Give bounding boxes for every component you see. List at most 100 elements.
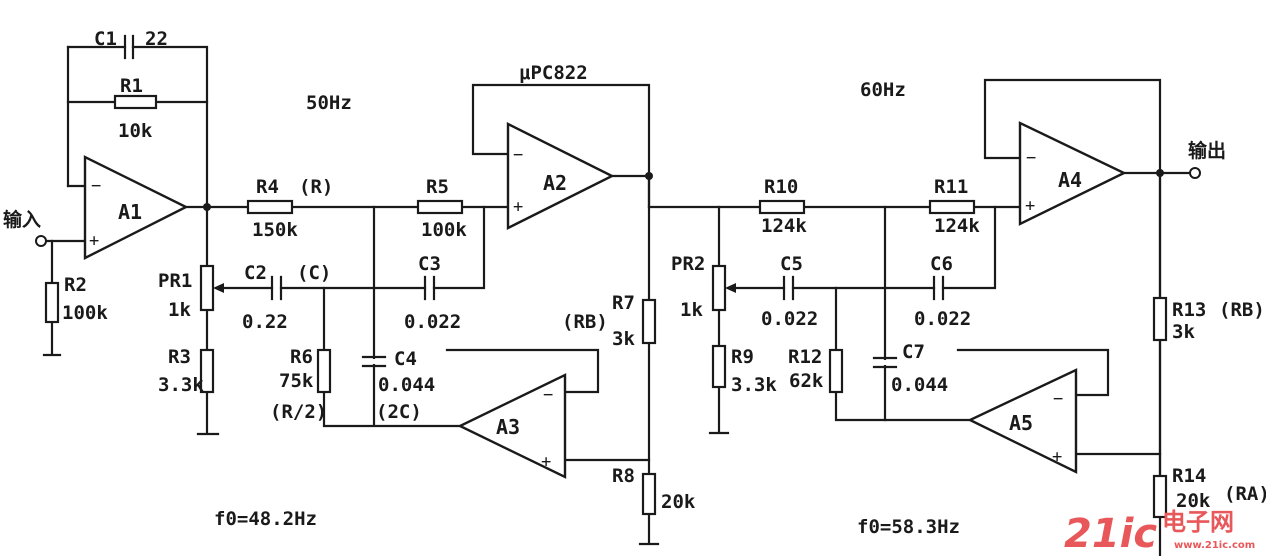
c4-value: 0.044 <box>378 374 435 396</box>
freq-60hz-label: 60Hz <box>860 79 906 101</box>
c6-name: C6 <box>930 253 953 275</box>
plus-sign: + <box>1025 196 1035 216</box>
r1-name: R1 <box>120 75 143 97</box>
r9-name: R9 <box>731 346 754 368</box>
r13-value: 3k <box>1172 321 1195 343</box>
pr2-wiper-icon <box>725 283 736 293</box>
r8-value: 20k <box>661 491 696 513</box>
r11-body <box>928 199 976 215</box>
c4-name: C4 <box>394 348 417 370</box>
r14-note: (RA) <box>1224 483 1266 505</box>
c2-value: 0.22 <box>242 311 288 333</box>
r14-name: R14 <box>1172 465 1206 487</box>
minus-sign: − <box>513 145 523 165</box>
r11-value: 124k <box>934 215 980 237</box>
r2-body <box>44 281 60 324</box>
c2-name: C2 <box>244 262 267 284</box>
c4-plates <box>361 355 387 368</box>
labels: 输入 输出 μPC822 50Hz 60Hz f0=48.2Hz f0=58.3… <box>3 28 1266 538</box>
pot-wipers <box>213 283 736 293</box>
pr1-value: 1k <box>168 299 191 321</box>
c3-value: 0.022 <box>404 311 461 333</box>
opamp-a3: − + A3 <box>457 373 567 479</box>
c7-value: 0.044 <box>891 374 948 396</box>
watermark-21ic: 21ic <box>1064 511 1157 556</box>
plus-sign: + <box>89 231 99 251</box>
minus-sign: − <box>1053 389 1063 409</box>
pr1-wiper-icon <box>213 283 224 293</box>
r11-name: R11 <box>934 176 968 198</box>
a4-label: A4 <box>1058 168 1082 192</box>
r4-value: 150k <box>252 219 298 241</box>
watermark-logo: 21ic 电子网 www.21ic.com <box>1064 508 1255 556</box>
r3-value: 3.3k <box>158 374 204 396</box>
c1-value: 22 <box>145 28 168 50</box>
minus-sign: − <box>1026 148 1036 168</box>
r13-body <box>1152 296 1168 342</box>
pr1-name: PR1 <box>158 270 192 292</box>
r6-name: R6 <box>290 346 313 368</box>
r4-body <box>246 199 294 215</box>
r10-name: R10 <box>764 176 798 198</box>
freq-50hz-label: 50Hz <box>306 92 352 114</box>
output-label: 输出 <box>1188 139 1226 162</box>
c5-value: 0.022 <box>761 308 818 330</box>
minus-sign: − <box>543 385 553 405</box>
c3-name: C3 <box>418 253 441 275</box>
c7-plates <box>872 356 898 369</box>
r7-value: 3k <box>612 328 635 350</box>
f0-right-label: f0=58.3Hz <box>857 516 960 538</box>
f0-left-label: f0=48.2Hz <box>214 508 317 530</box>
r6-body <box>316 348 332 394</box>
pr2-value: 1k <box>680 299 703 321</box>
r7-name: R7 <box>612 292 635 314</box>
c3-plates <box>423 275 436 301</box>
pr2-name: PR2 <box>671 253 705 275</box>
input-terminal <box>35 235 47 247</box>
a5-label: A5 <box>1009 411 1033 435</box>
minus-sign: − <box>91 176 101 196</box>
r4-name: R4 <box>256 176 279 198</box>
r12-name: R12 <box>788 346 822 368</box>
c7-name: C7 <box>902 341 925 363</box>
plus-sign: + <box>541 452 551 472</box>
c2-note: (C) <box>297 262 331 284</box>
r8-name: R8 <box>612 465 635 487</box>
c5-name: C5 <box>780 253 803 275</box>
opamp-a2: − + A2 <box>506 122 615 230</box>
r6-note: (R/2) <box>270 401 327 423</box>
r13-note: (RB) <box>1219 299 1265 321</box>
watermark-cn: 电子网 <box>1162 508 1234 536</box>
r1-value: 10k <box>118 120 153 142</box>
r5-value: 100k <box>421 219 467 241</box>
r3-name: R3 <box>168 346 191 368</box>
opamp-a1: − + A1 <box>83 155 189 260</box>
wires <box>42 45 1192 556</box>
pr1-body <box>199 264 215 312</box>
c4-note: (2C) <box>376 401 422 423</box>
plus-sign: + <box>513 197 523 217</box>
a3-label: A3 <box>496 415 520 439</box>
r6-value: 75k <box>279 370 314 392</box>
r14-value: 20k <box>1176 490 1211 512</box>
opamp-a5: − + A5 <box>967 368 1078 474</box>
r9-body <box>711 344 727 389</box>
c2-plates <box>270 275 283 301</box>
r13-name: R13 <box>1172 299 1206 321</box>
resistor-bodies <box>44 94 1168 519</box>
pr2-body <box>711 264 727 312</box>
r2-name: R2 <box>64 274 87 296</box>
r7-body <box>641 298 657 345</box>
a2-label: A2 <box>543 171 567 195</box>
r12-body <box>828 348 844 394</box>
r7-note: (RB) <box>562 311 608 333</box>
r9-value: 3.3k <box>731 374 777 396</box>
plus-sign: + <box>1052 447 1062 467</box>
input-label: 输入 <box>3 208 41 231</box>
r10-body <box>758 199 806 215</box>
r12-value: 62k <box>789 370 824 392</box>
capacitor-plates <box>123 34 945 369</box>
watermark-url: www.21ic.com <box>1174 540 1255 551</box>
a1-label: A1 <box>118 200 142 224</box>
